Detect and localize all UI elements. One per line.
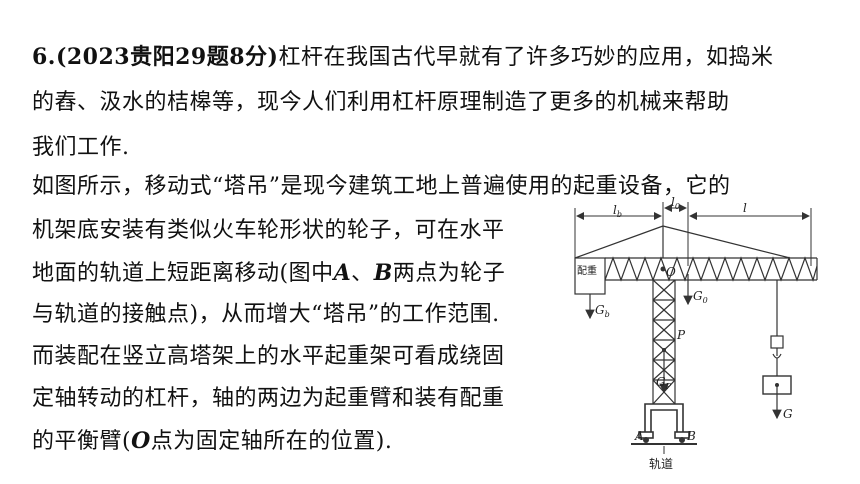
- track-label: 轨道: [649, 457, 673, 471]
- jib-truss: [604, 256, 818, 282]
- l0-label: l0: [671, 196, 680, 211]
- p-label: P: [676, 328, 686, 342]
- problem-line-2: 的舂、汲水的桔槔等，现今人们利用杠杆原理制造了更多的机械来帮助: [32, 90, 730, 115]
- problem-text: 杠杆在我国古代早就有了许多巧妙的应用，如捣米: [278, 45, 774, 70]
- counterweight-label: 配重: [577, 264, 597, 277]
- tower-base: [638, 403, 690, 439]
- problem-line-4: 如图所示，移动式“塔吊”是现今建筑工地上普遍使用的起重设备，它的: [32, 174, 731, 199]
- problem-line-9: 定轴转动的杠杆，轴的两边为起重臂和装有配重: [32, 386, 505, 411]
- point-b-label: B: [373, 260, 393, 286]
- problem-line-1: 6.(2023贵阳29题8分)杠杆在我国古代早就有了许多巧妙的应用，如捣米: [32, 42, 773, 73]
- problem-line-3: 我们工作.: [32, 135, 130, 160]
- a-label: A: [634, 429, 644, 443]
- dimension-lines: [574, 202, 812, 266]
- problem-line-5: 机架底安装有类似火车轮形状的轮子，可在水平: [32, 218, 505, 243]
- gp-label: GP: [656, 375, 672, 391]
- g-label: G: [783, 407, 793, 421]
- problem-line-6: 地面的轨道上短距离移动(图中A、B两点为轮子: [32, 260, 506, 286]
- l-label: l: [743, 201, 747, 215]
- o-label: O: [666, 265, 676, 279]
- g0-label: G0: [693, 289, 708, 305]
- problem-line-8: 而装配在竖立高塔架上的水平起重架可看成绕固: [32, 344, 505, 369]
- tower-crane-figure: lb l0 l 配重 Gb O G0 P GP: [574, 196, 818, 471]
- b-label: B: [686, 429, 696, 443]
- problem-line-10: 的平衡臂(O点为固定轴所在的位置).: [32, 428, 393, 454]
- problem-number: 6.: [32, 44, 56, 70]
- point-a-label: A: [333, 260, 352, 286]
- point-o-label: O: [131, 428, 151, 454]
- pivot-point: [660, 266, 666, 272]
- support-cables: [574, 225, 791, 259]
- gb-label: Gb: [595, 303, 610, 319]
- hook: [772, 348, 782, 359]
- problem-line-7: 与轨道的接触点)，从而增大“塔吊”的工作范围.: [32, 302, 500, 327]
- lb-label: lb: [613, 203, 622, 219]
- wheel-a: [643, 437, 649, 443]
- wheel-b: [679, 437, 685, 443]
- problem-source: (2023贵阳29题8分): [55, 44, 279, 70]
- hook-block: [770, 335, 784, 349]
